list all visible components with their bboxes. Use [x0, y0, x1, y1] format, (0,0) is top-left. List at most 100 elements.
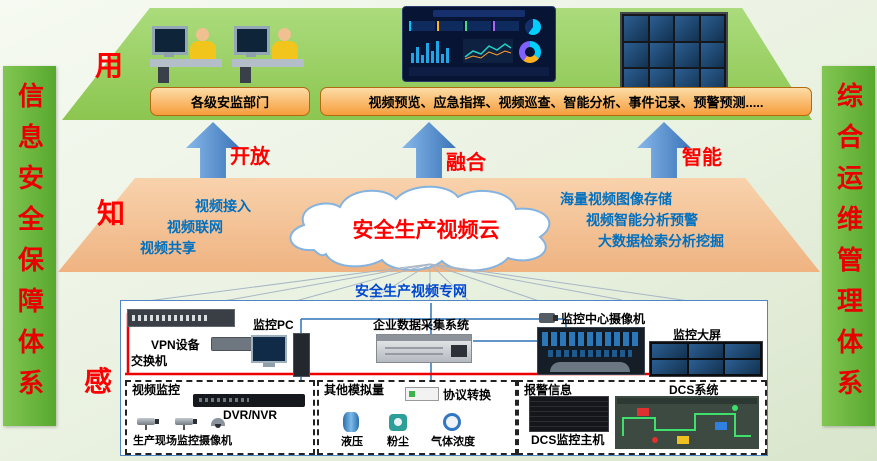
pc-tower-icon: [240, 67, 251, 83]
collector-vent: [385, 347, 443, 349]
switch-label: 交换机: [131, 354, 168, 368]
dust-label: 粉尘: [387, 436, 409, 448]
pc-monitor-stand: [263, 363, 275, 367]
dvr-lights: [199, 398, 249, 402]
protocol-converter-label: 协议转换: [443, 388, 492, 402]
hydraulic-sensor-icon: [343, 412, 359, 432]
analog-group-box: 其他模拟量 协议转换 液压 粉尘 气体浓度: [317, 380, 517, 455]
alarm-group-box: 报警信息 DCS系统 DCS监控主机: [517, 380, 767, 455]
pc-monitor-icon: [251, 335, 287, 363]
control-room-image: [537, 327, 645, 375]
gas-sensor-icon: [443, 413, 461, 431]
monitor-stand: [164, 52, 174, 57]
dept-box-label: 各级安监部门: [190, 95, 269, 110]
dashboard-footer-strip: [409, 67, 549, 76]
operators-clipart: [150, 16, 306, 86]
collector-vent: [385, 353, 443, 355]
desk: [232, 59, 304, 67]
collector-label: 企业数据采集系统: [373, 318, 470, 332]
dashboard-line-chart: [463, 39, 513, 63]
sense-layer-box: 交换机 VPN设备 监控PC 企业数据采集系统 监控中心摄像机: [120, 300, 768, 456]
control-room-screens-row2: [548, 350, 632, 357]
arrow-label-fusion: 融合: [446, 152, 486, 174]
camera-mount: [145, 425, 147, 430]
video-cloud: 安全生产视频云: [276, 180, 576, 272]
site-camera-icon: [137, 416, 163, 430]
dashboard-titlebar: [433, 10, 525, 17]
pc-label: 监控PC: [253, 318, 294, 332]
camera-lens: [155, 419, 159, 424]
private-network-label: 安全生产视频专网: [355, 283, 467, 299]
center-camera-label: 监控中心摄像机: [561, 312, 646, 326]
vpn-label: VPN设备: [151, 338, 200, 352]
know-item-bigdata: 大数据检索分析挖掘: [598, 233, 724, 249]
vpn-device-image: [211, 337, 253, 351]
functions-box-label: 视频预览、应急指挥、视频巡查、智能分析、事件记录、预警预测.....: [368, 95, 764, 110]
dvr-label: DVR/NVR: [223, 408, 278, 422]
sense-layer-tag: 感: [84, 366, 113, 397]
dcs-host-label: DCS监控主机: [531, 433, 605, 447]
person-head-icon: [278, 28, 291, 41]
switch-ports: [132, 315, 210, 321]
big-screen-label: 监控大屏: [673, 328, 722, 342]
camera-body: [137, 418, 155, 425]
dome-lens: [215, 424, 221, 428]
dvr-image: [193, 394, 305, 407]
camera-lens: [553, 315, 558, 321]
dcs-screenshot: [615, 396, 759, 449]
person-head-icon: [196, 28, 209, 41]
dashboard-kpi: [465, 21, 491, 31]
right-banner-text: 综合运维管理体系: [833, 82, 864, 410]
know-layer-tag: 知: [97, 198, 126, 229]
know-item-storage: 海量视频图像存储: [560, 191, 672, 207]
alarm-group-title: 报警信息: [524, 383, 573, 397]
monitor-stand: [246, 52, 256, 57]
dcs-system-label: DCS系统: [669, 383, 719, 397]
big-screen-image: [649, 341, 763, 377]
person-body-icon: [272, 41, 298, 59]
dome-body: [211, 418, 225, 426]
dashboard-donut: [519, 41, 541, 63]
site-cameras-label: 生产现场监控摄像机: [133, 435, 232, 447]
dashboard-screenshot: [402, 6, 556, 82]
camera-body: [175, 418, 193, 425]
know-item-analysis: 视频智能分析预警: [586, 212, 698, 228]
dust-sensor-icon: [389, 414, 407, 431]
converter-led: [409, 391, 415, 397]
monitor-icon: [234, 26, 270, 55]
gas-label: 气体浓度: [431, 436, 475, 448]
collector-image: [376, 334, 472, 363]
analog-group-title: 其他模拟量: [324, 383, 385, 397]
desk: [150, 59, 222, 67]
fanout-lines: [139, 263, 697, 304]
monitor-icon: [152, 26, 188, 55]
pc-tower-icon: [158, 67, 169, 83]
video-wall-image: [620, 12, 728, 98]
left-banner-text: 信息安全保障体系: [14, 82, 45, 410]
control-room-screens: [542, 332, 638, 346]
dashboard-kpi: [493, 21, 519, 31]
video-wall-grid: [622, 14, 726, 96]
pc-tower-icon: [293, 333, 310, 377]
control-room-console: [550, 362, 630, 372]
know-item-video-access: 视频接入: [195, 198, 251, 214]
workstation-1: [150, 16, 224, 86]
protocol-converter-image: [405, 387, 439, 401]
use-layer-tag: 用: [95, 50, 124, 81]
dust-sensor-dial: [394, 418, 402, 426]
arrow-label-open: 开放: [230, 146, 270, 168]
dcs-host-image: [529, 396, 609, 432]
dome-camera-icon: [211, 418, 227, 430]
cloud-shape: [289, 185, 551, 272]
site-camera-icon: [173, 414, 199, 430]
know-item-video-share: 视频共享: [140, 240, 196, 256]
big-screen-grid: [650, 342, 762, 376]
functions-box: 视频预览、应急指挥、视频巡查、智能分析、事件记录、预警预测.....: [320, 87, 812, 116]
camera-mount: [183, 425, 185, 430]
dashboard-kpi: [437, 21, 463, 31]
dashboard-kpi: [409, 21, 435, 31]
collector-panel: [451, 345, 467, 357]
dept-box: 各级安监部门: [150, 87, 310, 116]
person-body-icon: [190, 41, 216, 59]
workstation-2: [232, 16, 306, 86]
